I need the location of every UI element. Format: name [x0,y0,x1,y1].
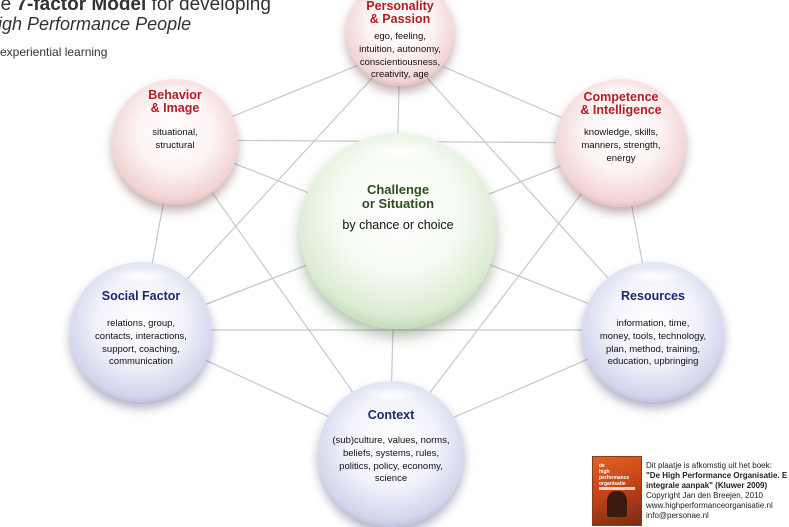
sphere-highlight [146,85,204,101]
diagram-title: he 7-factor Model for developing igh Per… [0,0,290,59]
title-line-2: igh Performance People [0,14,192,34]
factor-name: Social Factor [101,289,181,303]
factor-description: creativity, age [371,69,429,81]
title-line-1: he 7-factor Model for developing [0,0,290,16]
factor-description: conscientiousness, [359,56,441,68]
book-cover-title: de high performance organisatie [599,463,630,487]
factor-description: information, time, [616,318,690,329]
sphere-highlight [592,85,650,101]
factor-name: & Passion [369,12,431,26]
factor-description: politics, policy, economy, [339,460,443,472]
title-line-3: experiential learning [0,45,108,59]
challenge-situation-sphere: Challenge or Situation by chance or choi… [300,133,496,329]
factor-description: situational, [152,127,198,138]
factor-name: Resources [621,289,685,303]
note-line: info@personae.nl [646,510,709,520]
social-factor-sphere: Social Factor relations, group, contacts… [70,262,212,402]
factor-description: (sub)culture, values, norms, [332,435,450,446]
factor-description: contacts, interactions, [95,330,187,342]
center-name: Challenge [366,182,430,197]
factor-name: Competence [583,90,659,104]
factor-description: manners, strength, [581,139,661,151]
book-cover-figure [607,491,627,517]
sphere-highlight [110,268,174,284]
factor-description: energy [606,152,636,164]
factor-name: Context [367,408,415,422]
factor-name: & Image [150,101,200,115]
factor-description: structural [155,139,195,151]
title-suffix: for developing [146,0,271,15]
factor-name: Personality [366,0,434,13]
note-line: "De High Performance Organisatie. E [646,470,788,480]
title-prefix: he [0,0,12,15]
factor-description: money, tools, technology, [599,330,707,342]
factor-description: science [374,473,408,485]
note-line: www.highperformanceorganisatie.nl [646,500,773,510]
note-line: Dit plaatje is afkomstig uit het boek: [646,461,772,470]
title-emphasis: 7-factor Model [16,0,147,15]
note-line: Copyright Jan den Breejen, 2010 [646,490,763,500]
factor-description: ego, feeling, [374,31,426,42]
sphere-highlight [360,387,424,403]
note-line: integrale aanpak" (Kluwer 2009) [646,480,768,490]
resources-sphere: Resources information, time, money, tool… [582,262,724,402]
factor-description: beliefs, systems, rules, [342,447,440,459]
competence-intelligence-sphere: Competence & Intelligence knowledge, ski… [556,79,686,207]
factor-description: intuition, autonomy, [359,43,441,55]
factor-description: knowledge, skills, [584,127,658,138]
factor-description: education, upbringing [607,356,699,368]
personality-passion-sphere: Personality & Passion ego, feeling, intu… [346,0,454,86]
book-cover-stripe [599,487,635,490]
factor-description: plan, method, training, [605,343,700,355]
factor-name: Behavior [148,88,202,102]
factor-description: relations, group, [106,318,176,329]
factor-name: & Intelligence [580,103,662,117]
behavior-image-sphere: Behavior & Image situational, structural [112,79,238,205]
book-source-note: Dit plaatje is afkomstig uit het boek: "… [646,461,789,520]
context-sphere: Context (sub)culture, values, norms, bel… [318,381,464,527]
sphere-highlight [622,268,686,284]
factor-description: communication [109,356,173,368]
center-name: or Situation [361,196,435,211]
book-cover-image: de high performance organisatie [592,456,642,526]
center-description: by chance or choice [342,218,454,232]
factor-description: support, coaching, [102,343,180,355]
sphere-highlight [354,141,442,163]
